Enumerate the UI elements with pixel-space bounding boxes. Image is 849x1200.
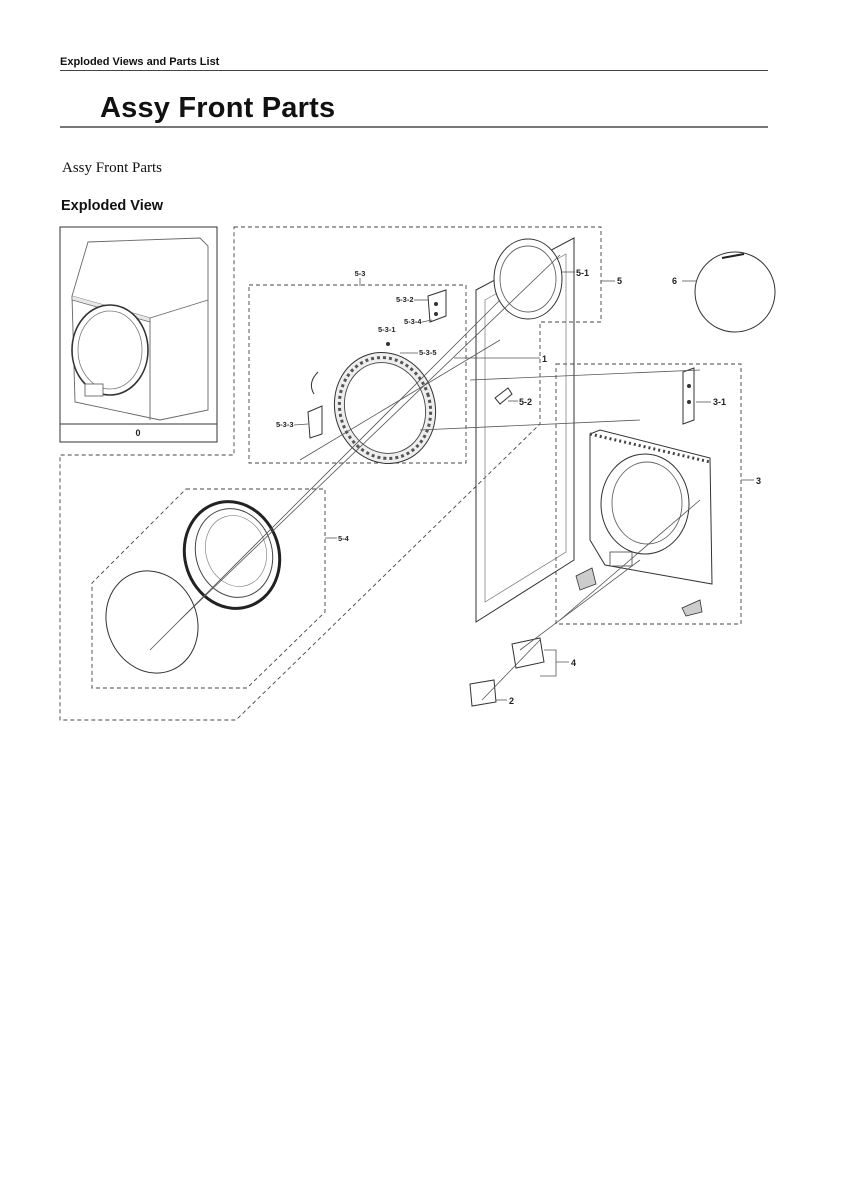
group-5-4-outline (91, 488, 326, 689)
callout-3-1: 3-1 (713, 397, 726, 407)
latch-part (307, 371, 323, 439)
cover-plate-part (469, 679, 497, 707)
callout-5-3: 5-3 (355, 269, 366, 278)
exploded-view-heading: Exploded View (61, 198, 164, 214)
assembly-lines (149, 254, 701, 701)
door-ring-part (493, 238, 563, 320)
callout-5-3-3: 5-3-3 (276, 420, 294, 429)
inset-appliance-view: 0 (59, 226, 218, 443)
callout-1: 1 (542, 354, 547, 364)
inset-label: 0 (135, 428, 140, 438)
callout-5-3-5: 5-3-5 (419, 348, 437, 357)
hinge-part (427, 289, 447, 323)
group-5-3-outline (248, 284, 467, 464)
callout-5-1: 5-1 (576, 268, 589, 278)
callout-5-3-4: 5-3-4 (404, 317, 422, 326)
screw-part (386, 342, 390, 346)
group-5-outline (59, 226, 602, 721)
callout-3: 3 (756, 476, 761, 486)
callout-5-4: 5-4 (338, 534, 350, 543)
callouts: 5-3 5-3-2 5-3-4 5-3-1 5-3-5 5-3-3 1 5-2 … (276, 268, 761, 706)
header-rule (60, 70, 768, 71)
clip-part (494, 387, 513, 405)
title-rule (60, 126, 768, 128)
door-glass-part (694, 251, 776, 333)
callout-6: 6 (672, 276, 677, 286)
callout-5-3-1: 5-3-1 (378, 325, 396, 334)
callout-5-2: 5-2 (519, 397, 532, 407)
page-subtitle: Assy Front Parts (62, 160, 163, 176)
callout-4: 4 (571, 658, 576, 668)
callout-5-3-2: 5-3-2 (396, 295, 414, 304)
callout-5: 5 (617, 276, 622, 286)
frame-assembly-part (575, 367, 713, 617)
group-3-outline (555, 363, 742, 625)
section-header: Exploded Views and Parts List (60, 56, 220, 68)
door-frame-ring-part (333, 352, 437, 464)
page-title: Assy Front Parts (100, 92, 336, 124)
callout-2: 2 (509, 696, 514, 706)
door-assembly-part (105, 500, 282, 674)
